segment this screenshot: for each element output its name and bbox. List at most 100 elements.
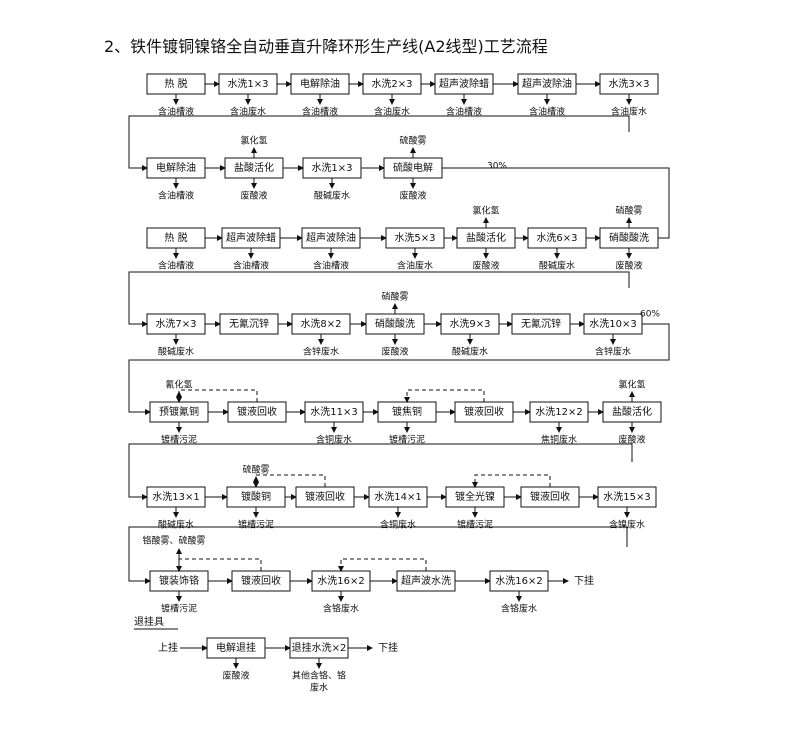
output-label: 含油槽液 <box>529 106 565 118</box>
process-label: 盐酸活化 <box>466 231 506 244</box>
recovery-loop <box>176 558 262 572</box>
emission-label: 硫酸雾 <box>242 464 269 476</box>
output-label: 含油废水 <box>374 106 410 118</box>
output-label: 酸碱废水 <box>539 260 575 272</box>
process-label: 无氰沉锌 <box>521 317 561 330</box>
process-label: 水洗9×3 <box>449 318 490 330</box>
emission-label: 氯化氢 <box>240 135 267 147</box>
emission-label: 氯化氢 <box>472 205 499 217</box>
output-label: 含油槽液 <box>446 106 482 118</box>
process-label: 镀全光镍 <box>455 490 495 503</box>
output-label: 其他含铬、铬 <box>292 670 346 682</box>
process-label: 硝酸酸洗 <box>609 231 649 244</box>
emission-label: 硝酸雾 <box>381 291 408 303</box>
output-label: 废酸液 <box>472 260 499 272</box>
output-label: 含油废水 <box>230 106 266 118</box>
return-connector <box>442 167 670 239</box>
process-label: 水洗7×3 <box>155 318 196 330</box>
emission-label: 硫酸雾 <box>399 135 426 147</box>
process-label: 热 脱 <box>164 231 187 244</box>
process-label: 水洗6×3 <box>536 232 577 244</box>
process-label: 水洗10×3 <box>589 318 636 330</box>
process-label: 水洗16×2 <box>495 575 542 587</box>
start-label: 上挂 <box>158 641 178 654</box>
process-label: 预镀氰铜 <box>159 405 199 418</box>
output-label: 含油废水 <box>397 260 433 272</box>
process-label: 盐酸活化 <box>234 161 274 174</box>
output-label: 废水 <box>310 682 328 694</box>
page-title: 2、铁件镀铜镍铬全自动垂直升降环形生产线(A2线型)工艺流程 <box>104 37 548 56</box>
process-label: 硝酸酸洗 <box>375 317 415 330</box>
output-label: 焦铜废水 <box>541 434 577 446</box>
emission-label: 铬酸雾、硫酸雾 <box>142 535 205 547</box>
recovery-loop <box>176 389 258 403</box>
process-label: 水洗16×2 <box>317 575 364 587</box>
output-label: 含油槽液 <box>313 260 349 272</box>
row-connector <box>128 443 633 500</box>
row-connector <box>128 271 630 327</box>
output-label: 镀槽污泥 <box>238 519 274 531</box>
output-label: 含油槽液 <box>302 106 338 118</box>
output-label: 含铜废水 <box>316 434 352 446</box>
process-label: 退挂水洗×2 <box>292 641 347 654</box>
process-label: 盐酸活化 <box>612 405 652 418</box>
process-label: 镀装饰铬 <box>159 574 199 587</box>
process-label: 电解除油 <box>300 77 340 90</box>
output-label: 含铜废水 <box>380 519 416 531</box>
process-label: 镀液回收 <box>241 574 281 587</box>
ratio-label: 60% <box>640 310 660 320</box>
output-label: 含油槽液 <box>158 190 194 202</box>
process-label: 超声波除蜡 <box>226 231 276 244</box>
process-label: 水洗13×1 <box>152 491 199 503</box>
process-label: 超声波水洗 <box>401 574 451 587</box>
process-label: 超声波除油 <box>522 77 572 90</box>
process-label: 水洗15×3 <box>603 491 650 503</box>
output-label: 含锌废水 <box>303 346 339 358</box>
process-label: 镀液回收 <box>305 490 345 503</box>
output-label: 废酸液 <box>240 190 267 202</box>
process-label: 热 脱 <box>164 77 187 90</box>
output-label: 废酸液 <box>222 670 249 682</box>
recovery-loop <box>253 474 326 488</box>
row-connector <box>128 526 628 584</box>
process-label: 水洗11×3 <box>310 406 357 418</box>
output-label: 酸碱废水 <box>158 346 194 358</box>
output-label: 含油槽液 <box>233 260 269 272</box>
end-label: 下挂 <box>378 641 398 654</box>
process-label: 镀酸铜 <box>241 490 271 503</box>
process-label: 电解退挂 <box>216 641 256 654</box>
output-label: 废酸液 <box>618 434 645 446</box>
process-label: 水洗1×3 <box>311 162 352 174</box>
output-label: 含油槽液 <box>158 260 194 272</box>
recovery-loop <box>472 474 551 488</box>
output-label: 镀槽污泥 <box>457 519 493 531</box>
process-label: 超声波除蜡 <box>439 77 489 90</box>
process-label: 超声波除油 <box>306 231 356 244</box>
process-label: 水洗5×3 <box>394 232 435 244</box>
output-label: 镀槽污泥 <box>161 603 197 615</box>
output-label: 含铬废水 <box>501 603 537 615</box>
output-label: 酸碱废水 <box>158 519 194 531</box>
output-label: 废酸液 <box>381 346 408 358</box>
process-label: 水洗12×2 <box>535 406 582 418</box>
row-connector <box>128 115 630 171</box>
process-label: 水洗1×3 <box>227 78 268 90</box>
output-label: 含油废水 <box>611 106 647 118</box>
output-label: 镀槽污泥 <box>161 434 197 446</box>
process-label: 镀液回收 <box>464 405 504 418</box>
output-label: 含铬废水 <box>323 603 359 615</box>
recovery-loop <box>404 389 485 403</box>
process-label: 无氰沉锌 <box>229 317 269 330</box>
output-label: 酸碱废水 <box>314 190 350 202</box>
ratio-label: 30% <box>487 162 507 172</box>
process-label: 硫酸电解 <box>393 161 433 174</box>
emission-label: 硝酸雾 <box>615 205 642 217</box>
recovery-loop <box>338 558 427 572</box>
output-label: 废酸液 <box>399 190 426 202</box>
process-label: 镀液回收 <box>530 490 570 503</box>
output-label: 镀槽污泥 <box>389 434 425 446</box>
process-label: 水洗14×1 <box>374 491 421 503</box>
row-connector <box>128 323 670 415</box>
process-label: 水洗3×3 <box>608 78 649 90</box>
